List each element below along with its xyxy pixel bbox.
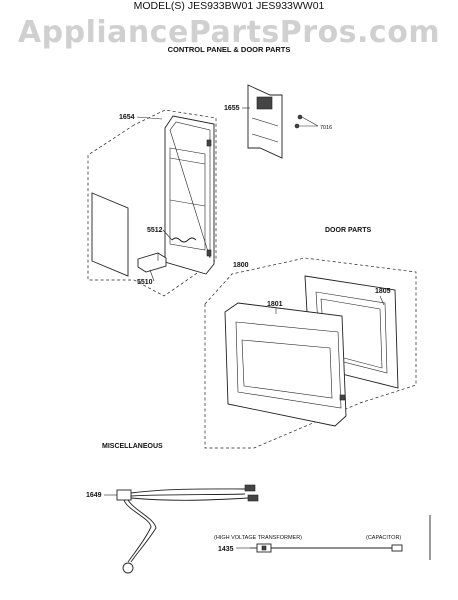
label-1801: 1801 (267, 301, 283, 308)
panel-tab-top (206, 139, 212, 147)
door-assembly: DOOR PARTS 1800 1801 1805 (204, 227, 417, 449)
harness-terminal-a (244, 484, 256, 492)
label-1805: 1805 (375, 288, 391, 295)
label-1649: 1649 (86, 492, 102, 499)
membrane-panel (91, 192, 129, 277)
section-miscellaneous: MISCELLANEOUS (102, 443, 163, 450)
door-latch-tab (339, 394, 346, 401)
control-panel-outline (87, 109, 217, 297)
hv-terminal (391, 544, 403, 552)
label-1655: 1655 (224, 105, 240, 112)
screw-upper (297, 114, 303, 120)
note-hv-transformer: (HIGH VOLTAGE TRANSFORMER) (214, 535, 302, 541)
ring-terminal (122, 562, 134, 574)
label-5510: 5510 (137, 279, 153, 286)
bracket-label-plate (256, 96, 273, 110)
control-panel-frame (164, 115, 215, 275)
model-line: MODEL(S) JES933BW01 JES933WW01 (134, 0, 325, 12)
harness-connector (116, 489, 132, 501)
high-voltage-lead: (HIGH VOLTAGE TRANSFORMER) (CAPACITOR) 1… (214, 535, 403, 553)
harness-terminal-b (247, 494, 259, 502)
bracket-assembly: 1655 7016 (224, 84, 332, 159)
door-assembly-outline (204, 257, 417, 449)
control-bracket (247, 84, 283, 159)
panel-tab-bottom (206, 249, 212, 257)
label-5512: 5512 (147, 227, 163, 234)
control-panel-assembly: 1654 5512 5510 (87, 109, 217, 297)
label-7016: 7016 (320, 125, 332, 131)
door-frame (224, 302, 347, 427)
wire-harness: 1649 (86, 484, 259, 574)
label-1435: 1435 (218, 546, 234, 553)
section-door-parts: DOOR PARTS (325, 227, 371, 234)
door-release-lever (137, 252, 167, 273)
miscellaneous-parts: MISCELLANEOUS 1649 (HIGH VOLTAGE TRANSFO… (86, 443, 431, 574)
door-window (241, 339, 333, 399)
label-1800: 1800 (233, 262, 249, 269)
diagram-subtitle: CONTROL PANEL & DOOR PARTS (168, 45, 291, 54)
spring (171, 237, 197, 243)
screw-lower (294, 123, 300, 129)
control-panel-window (169, 147, 206, 251)
note-capacitor: (CAPACITOR) (366, 535, 401, 541)
label-1654: 1654 (119, 114, 135, 121)
watermark: AppliancePartsPros.com (18, 15, 440, 50)
